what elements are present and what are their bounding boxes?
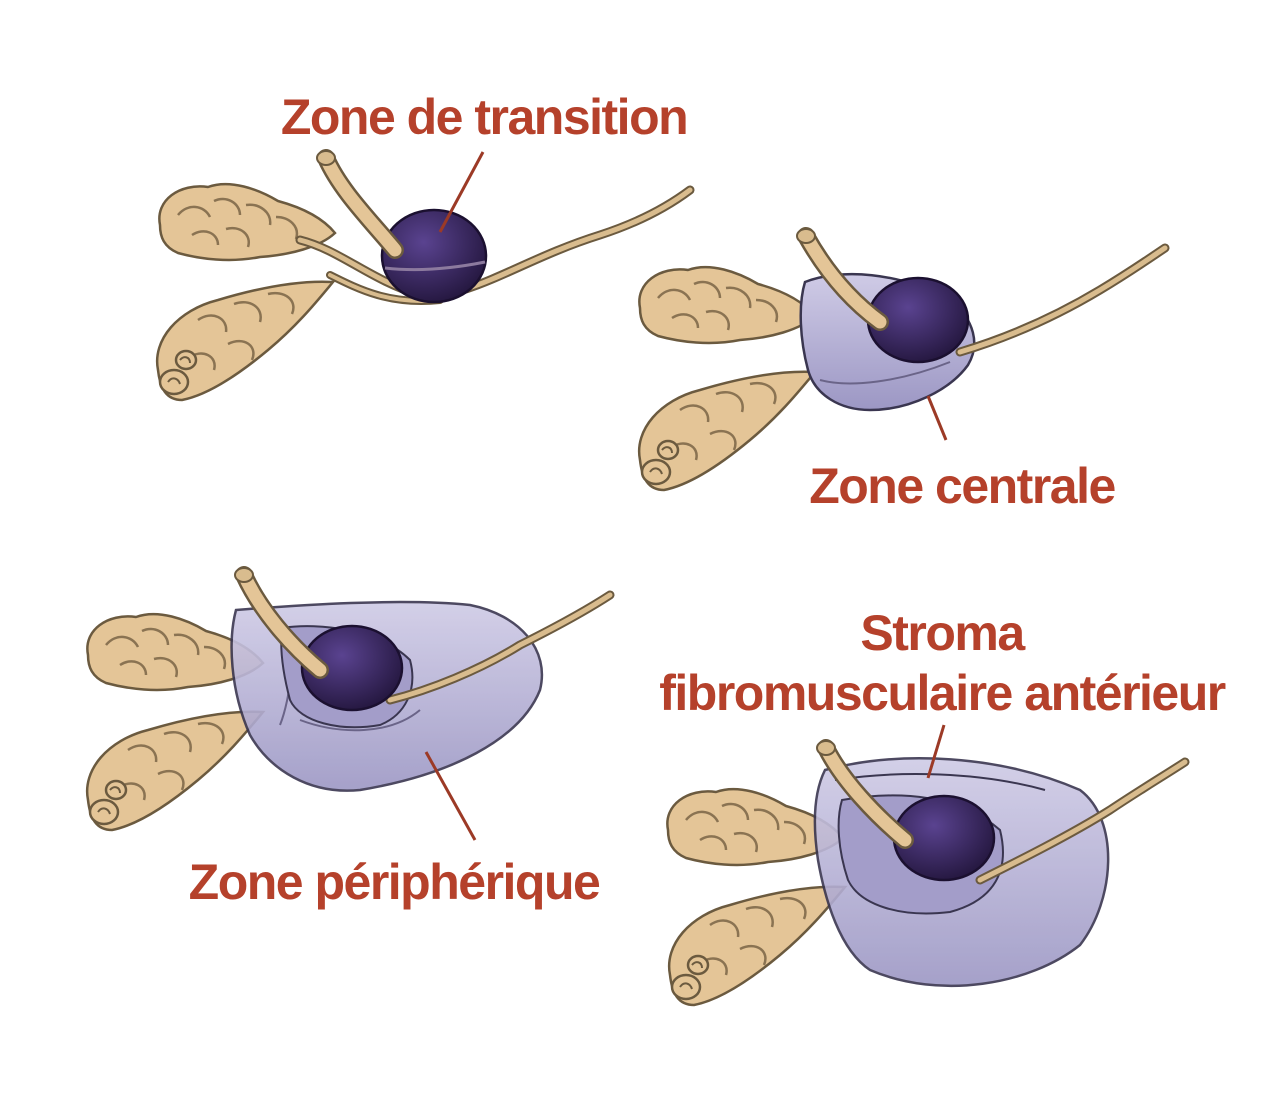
- seminal-vesicle-lower: [85, 710, 265, 832]
- seminal-vesicle-lower: [637, 370, 817, 492]
- leader-peripheral: [424, 751, 477, 841]
- panel-peripheral-zone: [85, 566, 615, 841]
- panel-transition-zone: [155, 149, 695, 402]
- label-peripheral-zone: Zone périphérique: [189, 854, 600, 910]
- panel-central-zone: [637, 227, 1170, 492]
- label-central-zone: Zone centrale: [809, 458, 1115, 514]
- leader-central: [926, 395, 948, 441]
- seminal-vesicle-lower: [155, 280, 335, 402]
- seminal-vesicle-upper: [158, 182, 337, 262]
- panel-anterior-stroma: [666, 724, 1190, 1007]
- transition-zone-shape: [380, 208, 488, 304]
- label-stroma-line2: fibromusculaire antérieur: [659, 665, 1225, 721]
- leader-transition: [438, 151, 485, 233]
- label-transition-zone: Zone de transition: [281, 89, 687, 145]
- label-stroma-line1: Stroma: [860, 605, 1026, 661]
- seminal-vesicle-lower: [667, 885, 847, 1007]
- seminal-vesicle-upper: [638, 265, 817, 345]
- leader-stroma: [926, 724, 946, 779]
